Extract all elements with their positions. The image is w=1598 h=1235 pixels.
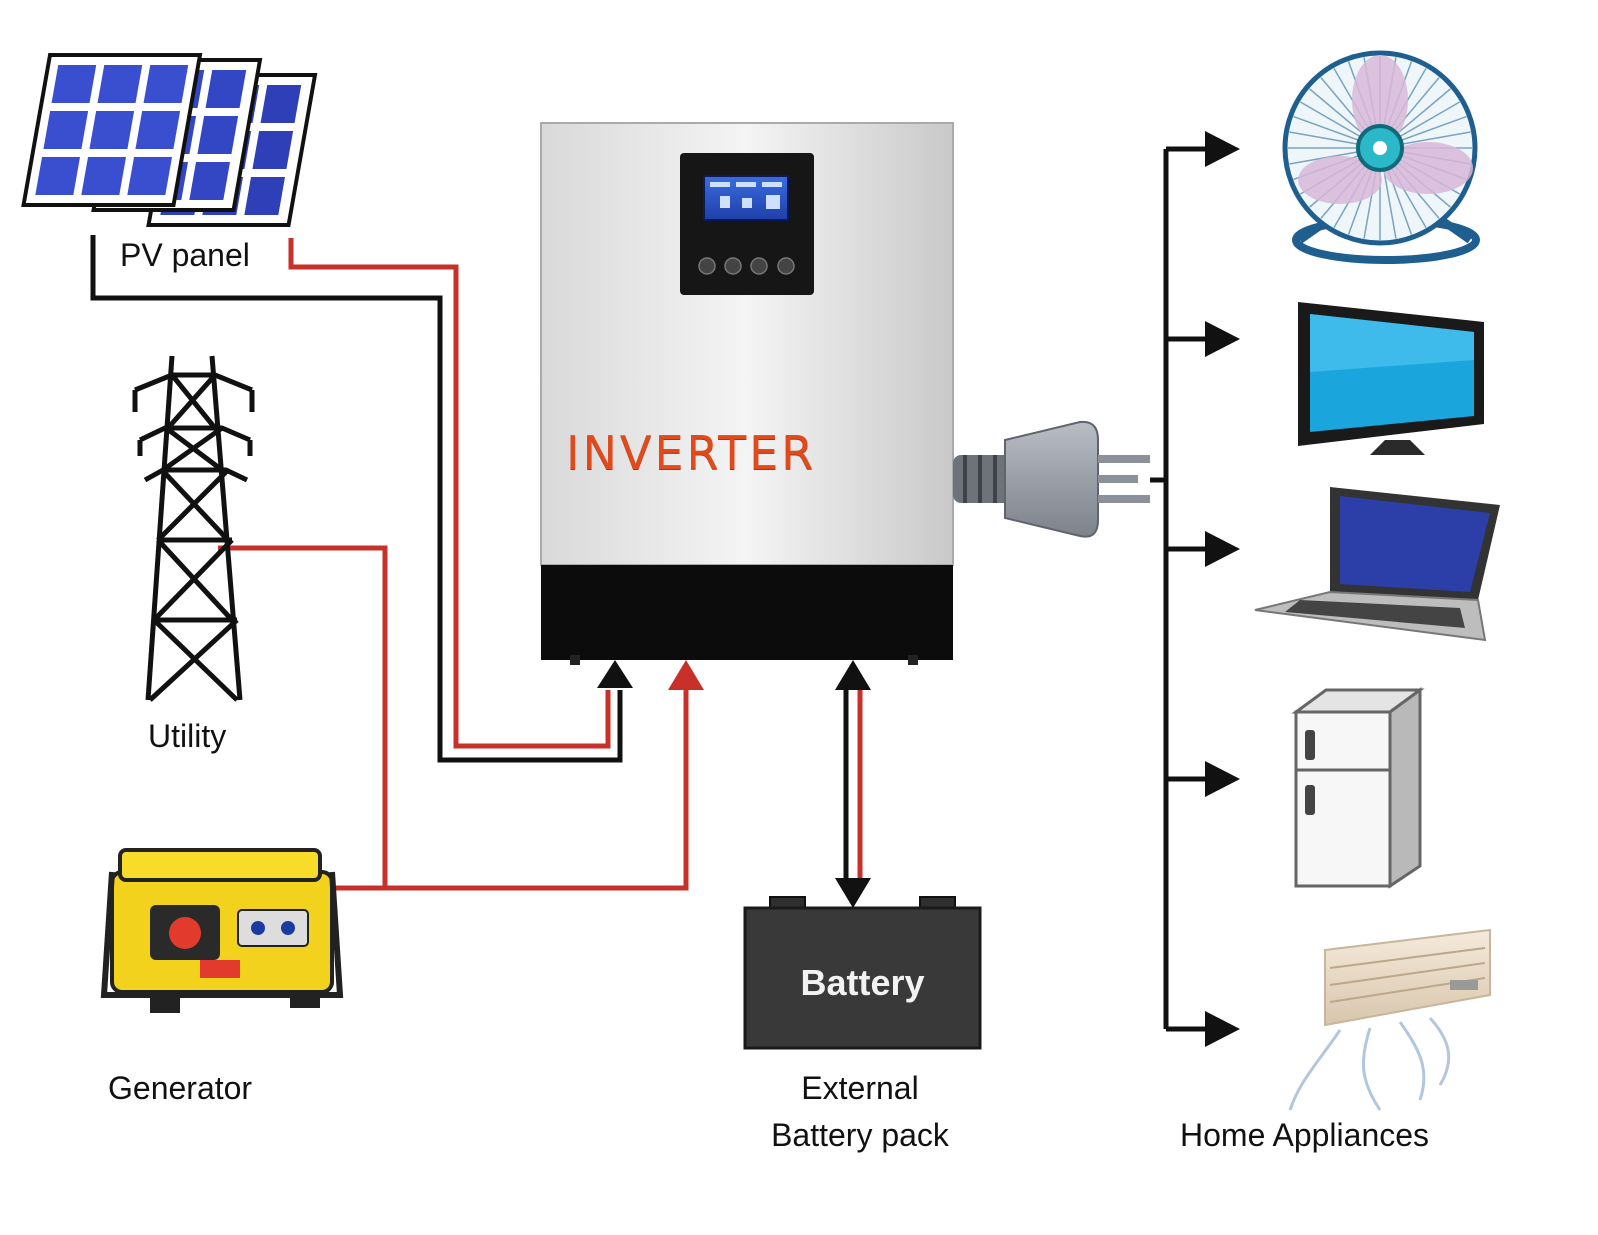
- inverter-unit: [540, 122, 954, 665]
- tv-icon: [1298, 302, 1484, 455]
- fridge-icon: [1291, 687, 1425, 889]
- generator-label: Generator: [108, 1070, 253, 1106]
- generator-wire-red: [335, 690, 689, 891]
- home-appliances-label: Home Appliances: [1180, 1117, 1430, 1153]
- battery-box-label: Battery: [800, 962, 925, 1003]
- solar-panel-icon: [21, 53, 318, 227]
- battery-caption-line2: Battery pack: [771, 1117, 949, 1153]
- utility-wire-red: [218, 545, 388, 888]
- fan-icon: [1282, 50, 1480, 264]
- utility-label: Utility: [148, 718, 227, 754]
- battery-up-arrow: [835, 660, 871, 690]
- battery-icon: [743, 896, 982, 1050]
- pv-wire-red: [288, 238, 611, 749]
- pv-input-arrow: [597, 660, 633, 688]
- battery-down-arrow: [835, 878, 871, 908]
- inverter-label: INVERTER: [566, 426, 817, 480]
- ac-input-arrow: [668, 660, 704, 690]
- pv-wire-black: [90, 235, 623, 763]
- wires: [90, 131, 1240, 1047]
- power-plug-icon: [953, 420, 1150, 538]
- battery-caption-line1: External: [801, 1070, 919, 1106]
- pv-panel-label: PV panel: [120, 237, 250, 273]
- control-panel: [680, 153, 814, 295]
- laptop-icon: [1254, 487, 1500, 642]
- generator-icon: [100, 848, 344, 1013]
- load-arrows: [1166, 131, 1240, 1047]
- air-conditioner-icon: [1288, 928, 1491, 1111]
- power-tower-icon: [132, 355, 255, 702]
